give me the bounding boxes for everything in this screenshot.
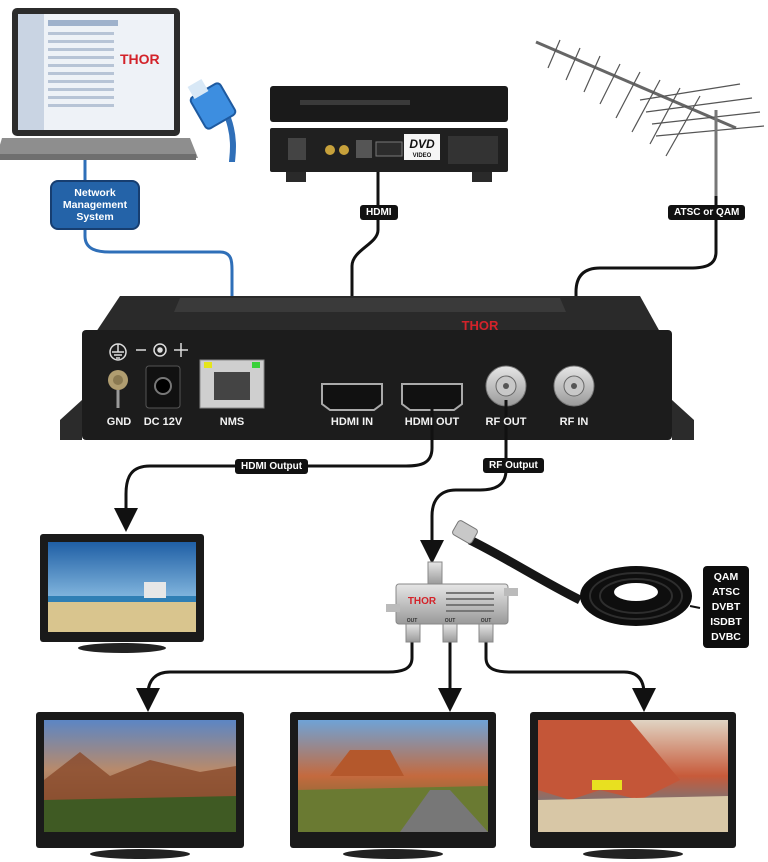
port-label-rf-in: RF IN	[559, 416, 589, 428]
tv-antenna	[535, 39, 765, 196]
splitter-out-1-cable	[136, 640, 414, 712]
encoder-device	[60, 296, 694, 440]
nms-badge-line-1: Network	[74, 187, 116, 199]
nms-badge-line-3: System	[76, 211, 114, 223]
dvd-player	[270, 86, 508, 182]
dc-polarity-icon	[136, 343, 188, 357]
port-label-gnd: GND	[106, 416, 132, 428]
splitter-out-label-3: OUT	[481, 618, 492, 624]
hdmi-output-connection-label: HDMI Output	[235, 459, 309, 474]
port-label-dc-12v: DC 12V	[143, 416, 183, 428]
antenna-cable	[574, 196, 718, 372]
hdmi-connection-label: HDMI	[360, 205, 398, 220]
encoder-brand-logo: THOR	[462, 318, 499, 333]
port-label-nms: NMS	[219, 416, 245, 428]
dvd-logo-sub: VIDEO	[413, 153, 432, 159]
tv-splitter-out-3	[530, 712, 736, 859]
standard-item: ISDBT	[710, 615, 742, 628]
port-label-hdmi-in: HDMI IN	[330, 416, 374, 428]
laptop-brand-logo: THOR	[120, 51, 160, 67]
splitter-out-label-1: OUT	[407, 618, 418, 624]
coax-cable-coil	[452, 520, 701, 626]
nms-badge-line-2: Management	[62, 199, 128, 211]
laptop	[0, 8, 198, 160]
standard-item: QAM	[713, 570, 739, 583]
splitter-brand-logo: THOR	[408, 596, 437, 607]
splitter-out-3-cable	[484, 640, 656, 712]
hdmi-input-cable	[350, 172, 380, 384]
standard-item: DVBC	[711, 630, 741, 643]
rf-splitter	[386, 561, 518, 643]
atsc-qam-connection-label: ATSC or QAM	[668, 205, 746, 220]
ethernet-plug-icon	[187, 78, 237, 163]
tv-splitter-out-2	[290, 712, 496, 859]
ground-symbol-icon	[109, 343, 127, 361]
splitter-out-label-2: OUT	[445, 618, 456, 624]
standard-item: ATSC	[712, 585, 740, 598]
network-management-system-badge: Network Management System	[50, 180, 140, 230]
port-label-hdmi-out: HDMI OUT	[404, 416, 460, 428]
rf-output-cable	[420, 400, 508, 564]
standard-item: DVBT	[711, 600, 741, 613]
dvd-logo: DVD	[409, 137, 435, 151]
rf-standards-list: QAM ATSC DVBT ISDBT DVBC	[703, 566, 749, 648]
tv-splitter-out-1	[36, 712, 244, 859]
nms-cable	[83, 160, 234, 372]
tv-hdmi-output	[40, 534, 204, 653]
rf-output-connection-label: RF Output	[483, 458, 544, 473]
port-label-rf-out: RF OUT	[485, 416, 527, 428]
